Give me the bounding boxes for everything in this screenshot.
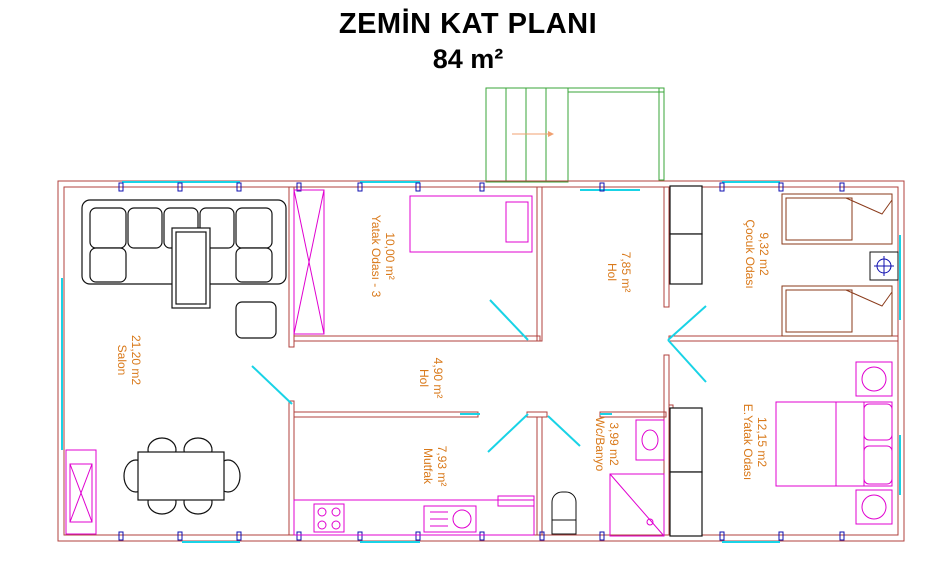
- plan-title: ZEMİN KAT PLANI: [338, 8, 598, 40]
- sofa-set: [81, 199, 287, 339]
- room-label-mutfak: Mutfak: [421, 448, 435, 485]
- windows: [61, 181, 901, 543]
- room-area-yatak3: 10,00 m²: [383, 232, 397, 279]
- room-label-wc: Wc/Banyo: [593, 417, 607, 472]
- room-label-cocuk: Çocuk Odası: [743, 219, 757, 288]
- room-label-hol2: Hol: [417, 369, 431, 387]
- wardrobe-yatak3: [293, 189, 325, 335]
- bed-yatak3: [409, 195, 533, 253]
- beds-cocuk: [781, 193, 893, 337]
- nightstand-cocuk: [869, 251, 899, 281]
- bathroom-fixtures: [551, 419, 665, 537]
- room-area-hol1: 7,85 m²: [619, 252, 633, 293]
- bed-eyatak: [775, 361, 893, 525]
- kitchen-counter: [293, 495, 535, 536]
- wall-markers: [118, 182, 845, 541]
- room-label-eyatak: E.Yatak Odası: [741, 404, 755, 480]
- dining-table: [123, 437, 241, 515]
- room-area-cocuk: 9,32 m2: [757, 232, 771, 276]
- plan-area: 84 m²: [432, 44, 504, 74]
- room-area-salon: 21,20 m2: [129, 335, 143, 385]
- room-label-yatak3: Yatak Odası - 3: [369, 215, 383, 298]
- room-area-mutfak: 7,93 m²: [435, 446, 449, 487]
- room-label-hol1: Hol: [605, 263, 619, 281]
- tv-unit: [65, 449, 97, 535]
- room-area-eyatak: 12,15 m2: [755, 417, 769, 467]
- entrance-stairs: [485, 87, 665, 183]
- room-area-wc: 3,99 m2: [607, 422, 621, 466]
- room-area-hol2: 4,90 m²: [431, 358, 445, 399]
- room-label-salon: Salon: [115, 345, 129, 376]
- room-labels: Salon 21,20 m2 Yatak Odası - 3 10,00 m² …: [115, 215, 771, 487]
- hol-wardrobe: [669, 185, 703, 537]
